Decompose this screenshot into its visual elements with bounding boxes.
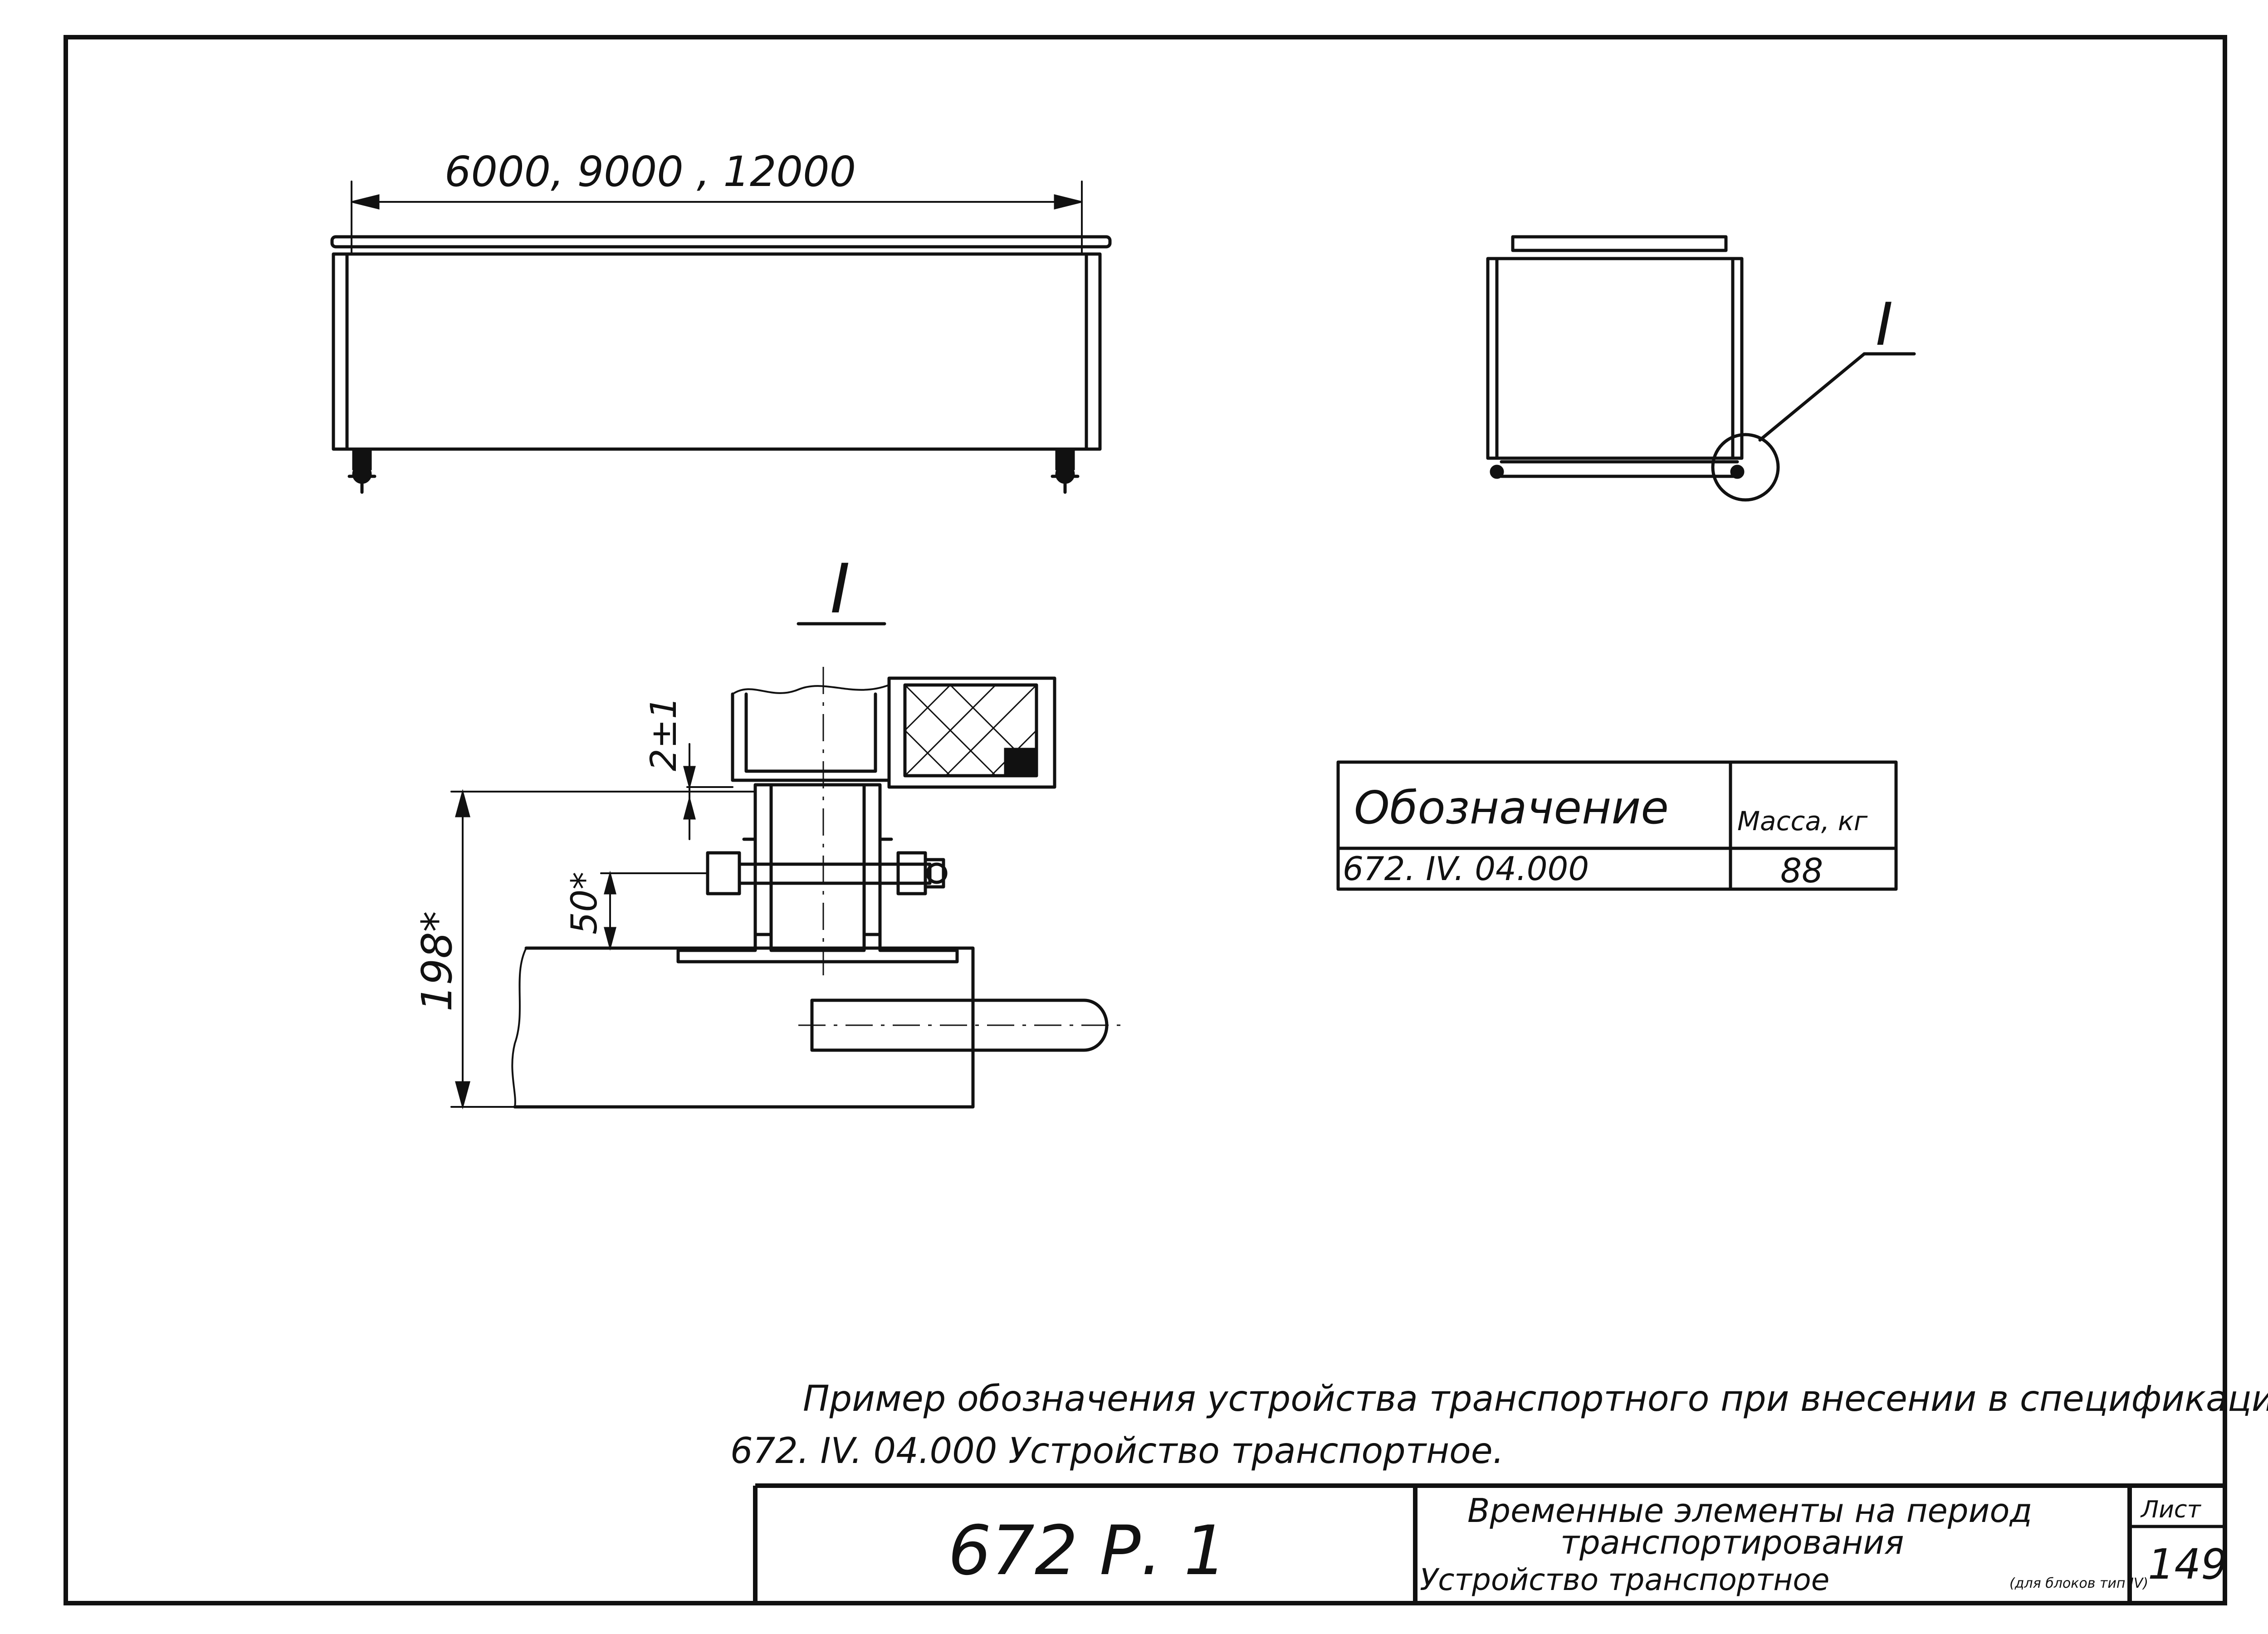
table-header-designation: Обозначение [1354,781,1669,834]
length-dimension-label: 6000, 9000 , 12000 [445,147,856,196]
table-header-mass: Масса, кг [1737,806,1868,837]
mass-table: Обозначение Масса, кг 672. IV. 04.000 88 [1336,760,1898,891]
left-foot [347,448,376,494]
height-dimension-label: 198* [413,911,461,1012]
title-block: 672 Р. 1 Временные элементы на период тр… [753,1483,2228,1603]
gap-dimension-label: 2±1 [644,696,684,771]
note-line-2: 672. IV. 04.000 Устройство транспортное. [730,1431,1504,1472]
bolt-dimension-label: 50* [564,872,605,934]
title-line-3: Устройство транспортное [1420,1562,1829,1597]
sheet-label: Лист [2140,1496,2201,1523]
table-cell-designation: 672. IV. 04.000 [1343,850,1589,888]
detail-title: I [830,550,850,629]
sheet-number: 149 [2148,1540,2228,1589]
table-cell-mass: 88 [1780,851,1823,890]
detail-i-view: I [413,550,1120,1110]
side-elevation-view: I [1486,235,1916,502]
title-line-2: транспортирования [1560,1523,1904,1561]
drawing-frame [64,35,2227,1605]
document-code: 672 Р. 1 [948,1512,1227,1590]
detail-callout-circle [1711,433,1780,502]
front-elevation-view: 6000, 9000 , 12000 [330,147,1112,494]
title-line-1: Временные элементы на период [1467,1492,2032,1530]
right-foot [1051,448,1080,494]
title-line-3-note: (для блоков тип IV) [2009,1575,2148,1591]
note-line-1: Пример обозначения устройства транспортн… [803,1379,2268,1419]
detail-callout-label: I [1876,290,1893,359]
